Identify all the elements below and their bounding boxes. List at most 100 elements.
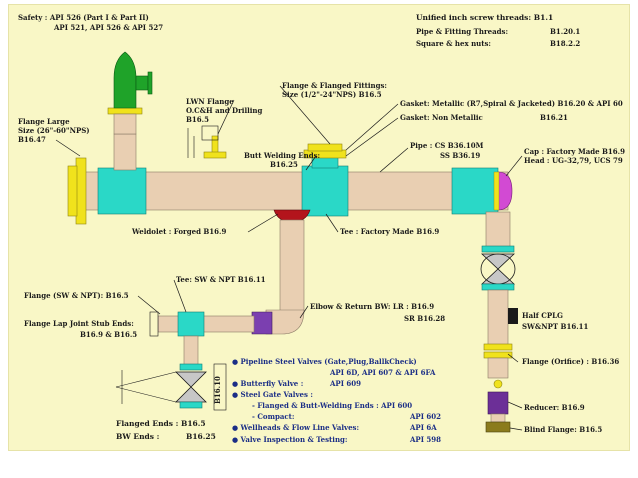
right-valve-icon [480,253,516,285]
right-lower-pipe [487,289,509,347]
butterfly-label: ● Butterfly Valve : [232,379,304,388]
diagram-panel [8,4,630,451]
butt-label-1: Butt Welding Ends: [244,151,321,160]
gate-title: ● Steel Gate Valves : [232,390,313,399]
right-valve-flange-bottom [481,283,515,291]
riser-flange [107,107,143,115]
safety-label-2: API 521, API 526 & API 527 [54,23,164,32]
valves-title: ● Pipeline Steel Valves (Gate,Plug,Ballk… [232,357,417,366]
tee-label: Tee : Factory Made B16.9 [340,227,440,236]
large-flange-hub [67,165,78,217]
pipe-label-1: Pipe : CS B36.10M [410,141,484,150]
lower-pipe [157,315,255,333]
riser-pipe [113,133,137,171]
orifice-flange-2 [483,351,513,359]
flanged-ends-label: Flanged Ends : B16.5 [116,419,206,428]
left-tee [97,167,147,215]
right-pipe-2 [487,357,509,379]
wellheads-value: API 6A [410,423,437,432]
drop-pipe [279,219,305,313]
gate-title-text: Steel Gate Valves : [240,390,313,399]
reducer-icon [487,391,509,415]
pipe-threads-label: Pipe & Fitting Threads: [416,27,509,36]
pipe-label-2: SS B36.19 [440,151,481,160]
square-value: B18.2.2 [550,39,581,48]
cap-weld [493,171,500,211]
gate-2-label: - Compact: [252,412,295,421]
small-tee [177,311,205,337]
small-tee-drop [183,335,199,367]
lwn-label-2: O.C&H and Drilling [186,106,263,115]
orifice-flange-1 [483,343,513,351]
safety-valve-icon [113,51,137,109]
wellheads-label-text: Wellheads & Flow Line Valves: [240,423,360,432]
right-tee [451,167,499,215]
gate-2-value: API 602 [410,412,442,421]
riser-stub [113,113,137,135]
elbow-label-1: Elbow & Return BW: LR : B16.9 [310,302,435,311]
orifice-label: Flange (Orifice) : B16.36 [522,357,620,366]
inspection-value: API 598 [410,435,442,444]
flange-large-2: Size (26"-60"NPS) [18,126,90,135]
gate-valve-top-flange [179,363,203,371]
half-cplg-1: Half CPLG [522,311,563,320]
elbow-label-2: SR B16.28 [404,314,446,323]
reducer-pipe [490,413,506,423]
half-cplg-2: SW&NPT B16.11 [522,322,589,331]
lwn-flange-neck [211,135,219,155]
safety-label-1: Safety : API 526 (Part I & Part II) [18,13,149,22]
butterfly-label-text: Butterfly Valve : [240,379,304,388]
reducer-label: Reducer: B16.9 [524,403,585,412]
flange-large-3: B16.47 [18,135,46,144]
square-label: Square & hex nuts: [416,39,492,48]
gasket-metallic: Gasket: Metallic (R7,Spiral & Jacketed) … [400,99,623,108]
main-pipe [81,171,509,211]
lwn-flange-face [203,151,227,159]
bottom-margin [8,451,630,478]
lap-label-1: Flange Lap Joint Stub Ends: [24,319,134,328]
cap-icon [497,171,513,211]
blind-flange [485,421,511,433]
gate-1: - Flanged & Butt-Welding Ends : API 600 [252,401,413,410]
flange-sw-label: Flange (SW & NPT): B16.5 [24,291,129,300]
flanged-fittings-2: Size (1/2"-24"NPS) B16.5 [282,90,382,99]
tee-sw-label: Tee: SW & NPT B16.11 [176,275,266,284]
pipe-threads-value: B1.20.1 [550,27,581,36]
inspection-label: ● Valve Inspection & Testing: [232,435,348,444]
safety-valve-outlet-flange [147,71,153,95]
lwn-drill-box [201,125,219,141]
right-valve-flange-top [481,245,515,253]
elbow-end [251,311,273,335]
bw-ends-value: B16.25 [186,432,216,441]
bw-ends-label: BW Ends : [116,432,160,441]
valves-title-text: Pipeline Steel Valves (Gate,Plug,BallkCh… [240,357,417,366]
gate-valve-bottom-flange [179,401,203,409]
right-drop-pipe [485,211,511,253]
wellheads-label: ● Wellheads & Flow Line Valves: [232,423,360,432]
large-flange [75,157,87,225]
inspection-label-text: Valve Inspection & Testing: [240,435,348,444]
b1610-box [213,363,227,411]
weldolet-label: Weldolet : Forged B16.9 [132,227,227,236]
middle-tee [301,165,349,217]
valves-std: API 6D, API 607 & API 6FA [330,368,436,377]
right-gauge [493,379,503,389]
flange-large-1: Flange Large [18,117,70,126]
cap-label-2: Head : UG-32,79, UCS 79 [524,156,623,165]
lap-label-2: B16.9 & B16.5 [80,330,138,339]
gate-valve-icon [175,371,207,403]
gasket-non-label: Gasket: Non Metallic [400,113,483,122]
butt-label-2: B16.25 [270,160,298,169]
lap-stub [149,311,159,337]
lwn-label-3: B16.5 [186,115,209,124]
safety-valve-outlet [135,75,149,91]
gasket-non-value: B16.21 [540,113,568,122]
blind-label: Blind Flange: B16.5 [524,425,603,434]
unified-label: Unified inch screw threads: B1.1 [416,13,554,22]
cap-label-1: Cap : Factory Made B16.9 [524,147,625,156]
flanged-fittings-1: Flange & Flanged Fittings: [282,81,387,90]
b1610-label: B16.10 [213,376,222,404]
half-coupling [508,308,518,324]
lwn-label-1: LWN Flange [186,97,234,106]
